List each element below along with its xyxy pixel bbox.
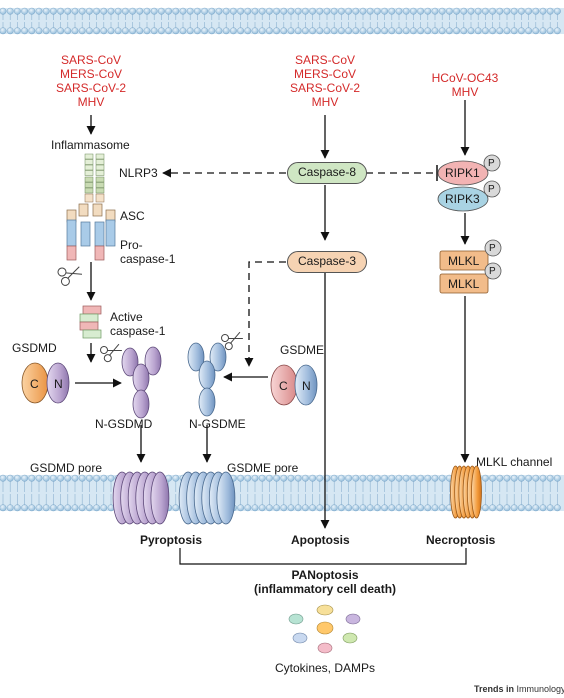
scissors-icon-gsdme-cleavage (221, 331, 243, 351)
asc-label: ASC (120, 209, 145, 223)
panoptosis-line2: (inflammatory cell death) (253, 582, 397, 596)
virus-list-middle: SARS-CoV MERS-CoV SARS-CoV-2 MHV (274, 53, 376, 109)
virus-right-2: MHV (451, 85, 479, 99)
gsdmd-n-domain-label: N (54, 377, 63, 391)
gsdmd-pore-icon (112, 471, 170, 525)
gsdmd-pore-label: GSDMD pore (30, 461, 103, 475)
mlkl-channel-label: MLKL channel (476, 455, 553, 469)
gsdme-full-length-icon (270, 364, 318, 406)
ripk3-phospho-label: P (488, 184, 495, 195)
ripk1-label: RIPK1 (445, 166, 480, 180)
pro-caspase-1-icon (66, 219, 116, 261)
pro-caspase-1-line1: Pro- (120, 238, 143, 252)
active-caspase-1-label: Active caspase-1 (110, 310, 165, 338)
journal-credit-rest: Immunology (514, 684, 564, 694)
panoptosis-label: PANoptosis (inflammatory cell death) (234, 568, 416, 596)
dashed-arrow-caspase3-to-gsdme (244, 261, 286, 367)
virus-list-left: SARS-CoV MERS-CoV SARS-CoV-2 MHV (40, 53, 142, 109)
apoptosis-label: Apoptosis (291, 533, 350, 547)
gsdmd-c-domain-label: C (30, 377, 39, 391)
n-gsdme-label: N-GSDME (189, 417, 246, 431)
asc-icon (66, 203, 116, 223)
virus-right-1: HCoV-OC43 (431, 71, 499, 85)
gsdme-n-domain-label: N (302, 379, 311, 393)
active-caspase-1-icon (79, 305, 102, 339)
virus-middle-1: SARS-CoV (294, 53, 356, 67)
nlrp3-icon (84, 153, 105, 203)
journal-credit: Trends in Immunology (474, 684, 564, 694)
n-gsdmd-fragments-icon (121, 346, 162, 419)
pyroptosis-label: Pyroptosis (140, 533, 203, 547)
mlkl-top-label: MLKL (448, 254, 480, 268)
caspase-8-node: Caspase-8 (287, 162, 367, 184)
nlrp3-label: NLRP3 (119, 166, 158, 180)
gsdme-c-domain-label: C (279, 379, 288, 393)
n-gsdme-fragments-icon (187, 342, 227, 417)
virus-left-1: SARS-CoV (60, 53, 122, 67)
scissors-icon-gsdmd-cleavage (100, 343, 122, 363)
active-caspase-1-line1: Active (110, 310, 143, 324)
gsdme-label: GSDME (280, 343, 325, 357)
cytokines-damps-label: Cytokines, DAMPs (274, 661, 376, 675)
caspase-3-node: Caspase-3 (287, 251, 367, 273)
convergence-bracket (179, 548, 467, 565)
virus-left-3: SARS-CoV-2 (55, 81, 127, 95)
virus-left-4: MHV (77, 95, 105, 109)
virus-middle-2: MERS-CoV (293, 67, 356, 81)
virus-middle-4: MHV (311, 95, 339, 109)
plasma-membrane-top (0, 7, 564, 35)
ripk1-phospho-label: P (488, 158, 495, 169)
mlkl-bottom-label: MLKL (448, 277, 480, 291)
virus-middle-3: SARS-CoV-2 (289, 81, 361, 95)
mlkl-complex (439, 239, 502, 294)
pro-caspase-1-label: Pro- caspase-1 (120, 238, 175, 266)
necroptosis-label: Necroptosis (426, 533, 496, 547)
panoptosis-line1: PANoptosis (291, 568, 359, 582)
mlkl-top-phospho-label: P (489, 243, 496, 254)
caspase-8-label: Caspase-8 (297, 165, 357, 179)
ripk1-ripk3-complex (437, 154, 501, 212)
cytokines-damps-icon (288, 604, 361, 654)
mlkl-bottom-phospho-label: P (489, 266, 496, 277)
caspase-3-label: Caspase-3 (297, 254, 357, 268)
journal-credit-bold: Trends in (474, 684, 515, 694)
virus-list-right: HCoV-OC43 MHV (414, 71, 516, 99)
mlkl-channel-icon (450, 465, 482, 519)
ripk3-label: RIPK3 (445, 192, 480, 206)
active-caspase-1-line2: caspase-1 (110, 324, 166, 338)
gsdmd-label: GSDMD (12, 341, 57, 355)
scissors-icon-cleavage-caspase1 (57, 266, 83, 286)
virus-left-2: MERS-CoV (59, 67, 122, 81)
n-gsdmd-label: N-GSDMD (95, 417, 153, 431)
gsdme-pore-icon (178, 471, 236, 525)
gsdme-pore-label: GSDME pore (227, 461, 299, 475)
pro-caspase-1-line2: caspase-1 (120, 252, 176, 266)
inflammasome-label: Inflammasome (51, 138, 130, 152)
gsdmd-full-length-icon (21, 362, 70, 404)
